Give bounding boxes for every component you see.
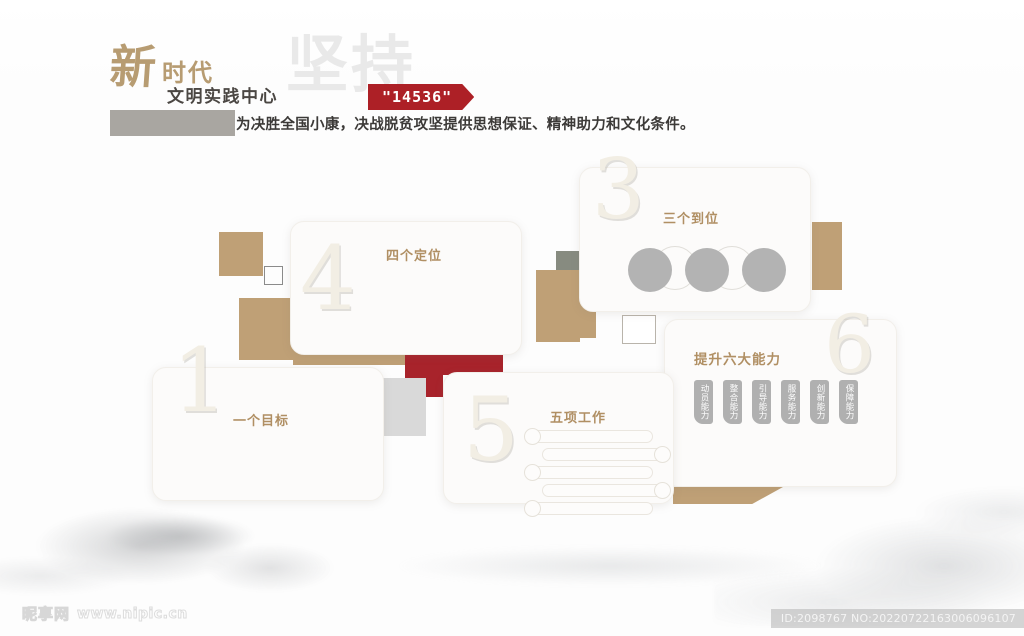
card1-numeral: 1 — [172, 329, 228, 432]
card-five-tasks[interactable]: 五项工作 — [443, 372, 674, 517]
task-dot-1 — [524, 428, 541, 445]
ability-tag-4[interactable]: 服务能力 — [781, 380, 800, 424]
ability-label-1: 动员能力 — [699, 384, 709, 420]
card6-numeral: 6 — [824, 298, 875, 391]
task-row-3 — [524, 464, 653, 481]
status-badge: "14536" — [368, 84, 474, 110]
deco-square-outline-1 — [264, 266, 283, 285]
deco-wedge-tan — [673, 487, 783, 504]
card-title-5: 五项工作 — [550, 411, 607, 426]
ability-tag-6[interactable]: 保障能力 — [839, 380, 858, 424]
logo-subtitle: 文明实践中心 — [167, 87, 278, 107]
task-bar-2 — [542, 448, 664, 461]
ability-label-6: 保障能力 — [844, 384, 854, 420]
card3-circle-1 — [628, 248, 672, 292]
task-row-4 — [542, 482, 671, 499]
task-bar-1 — [531, 430, 653, 443]
card-title-3: 三个到位 — [663, 212, 720, 227]
ability-tag-2[interactable]: 整合能力 — [723, 380, 742, 424]
deco-bar-tan-4 — [536, 300, 580, 342]
deco-square-outline-2 — [622, 315, 656, 344]
header: 新 时代 文明实践中心 坚持 "14536" 为决胜全国小康，决战脱贫攻坚提供思… — [0, 0, 1024, 150]
task-bar-5 — [531, 502, 653, 515]
task-bar-4 — [542, 484, 664, 497]
card3-numeral: 3 — [592, 141, 645, 238]
card4-numeral: 4 — [300, 227, 356, 330]
ability-label-4: 服务能力 — [786, 384, 796, 420]
deco-square-tan-1 — [219, 232, 263, 276]
task-dot-5 — [524, 500, 541, 517]
card-title-6: 提升六大能力 — [694, 352, 781, 368]
ability-tag-1[interactable]: 动员能力 — [694, 380, 713, 424]
card-title-4: 四个定位 — [386, 249, 443, 264]
ability-tag-5[interactable]: 创新能力 — [810, 380, 829, 424]
ability-label-5: 创新能力 — [815, 384, 825, 420]
card-four-positions[interactable]: 四个定位 — [290, 221, 522, 355]
card3-circle-2 — [685, 248, 729, 292]
deco-bar-tan-5 — [812, 222, 842, 290]
site-name: 昵享网 — [21, 605, 71, 624]
task-row-5 — [524, 500, 653, 517]
card-one-goal[interactable]: 一个目标 — [152, 367, 384, 501]
task-dot-2 — [654, 446, 671, 463]
mountain-middle — [330, 506, 890, 596]
card-six-abilities[interactable]: 提升六大能力 动员能力 整合能力 引导能力 服务能力 创新能力 保障能力 — [664, 319, 897, 487]
site-watermark: 昵享网 www.nipic.cn — [21, 603, 188, 624]
task-dot-4 — [654, 482, 671, 499]
card3-circle-3 — [742, 248, 786, 292]
mountain-icon — [110, 110, 235, 136]
logo-era-text: 时代 — [162, 58, 214, 87]
ability-label-3: 引导能力 — [757, 384, 767, 420]
task-row-1 — [524, 428, 653, 445]
page-subtitle: 为决胜全国小康，决战脱贫攻坚提供思想保证、精神助力和文化条件。 — [236, 117, 695, 133]
site-url: www.nipic.cn — [77, 605, 188, 622]
task-row-2 — [542, 446, 671, 463]
card5-numeral: 5 — [463, 378, 519, 481]
logo-main-char: 新 — [108, 40, 158, 94]
task-bar-3 — [531, 466, 653, 479]
card-title-1: 一个目标 — [233, 414, 290, 429]
ability-label-2: 整合能力 — [728, 384, 738, 420]
logo-block: 新 时代 文明实践中心 — [108, 40, 310, 139]
card-three-in-place[interactable]: 三个到位 — [579, 167, 811, 312]
ability-tag-3[interactable]: 引导能力 — [752, 380, 771, 424]
asset-id-label: ID:2098767 NO:20220722163006096107 — [770, 609, 1024, 628]
task-dot-3 — [524, 464, 541, 481]
